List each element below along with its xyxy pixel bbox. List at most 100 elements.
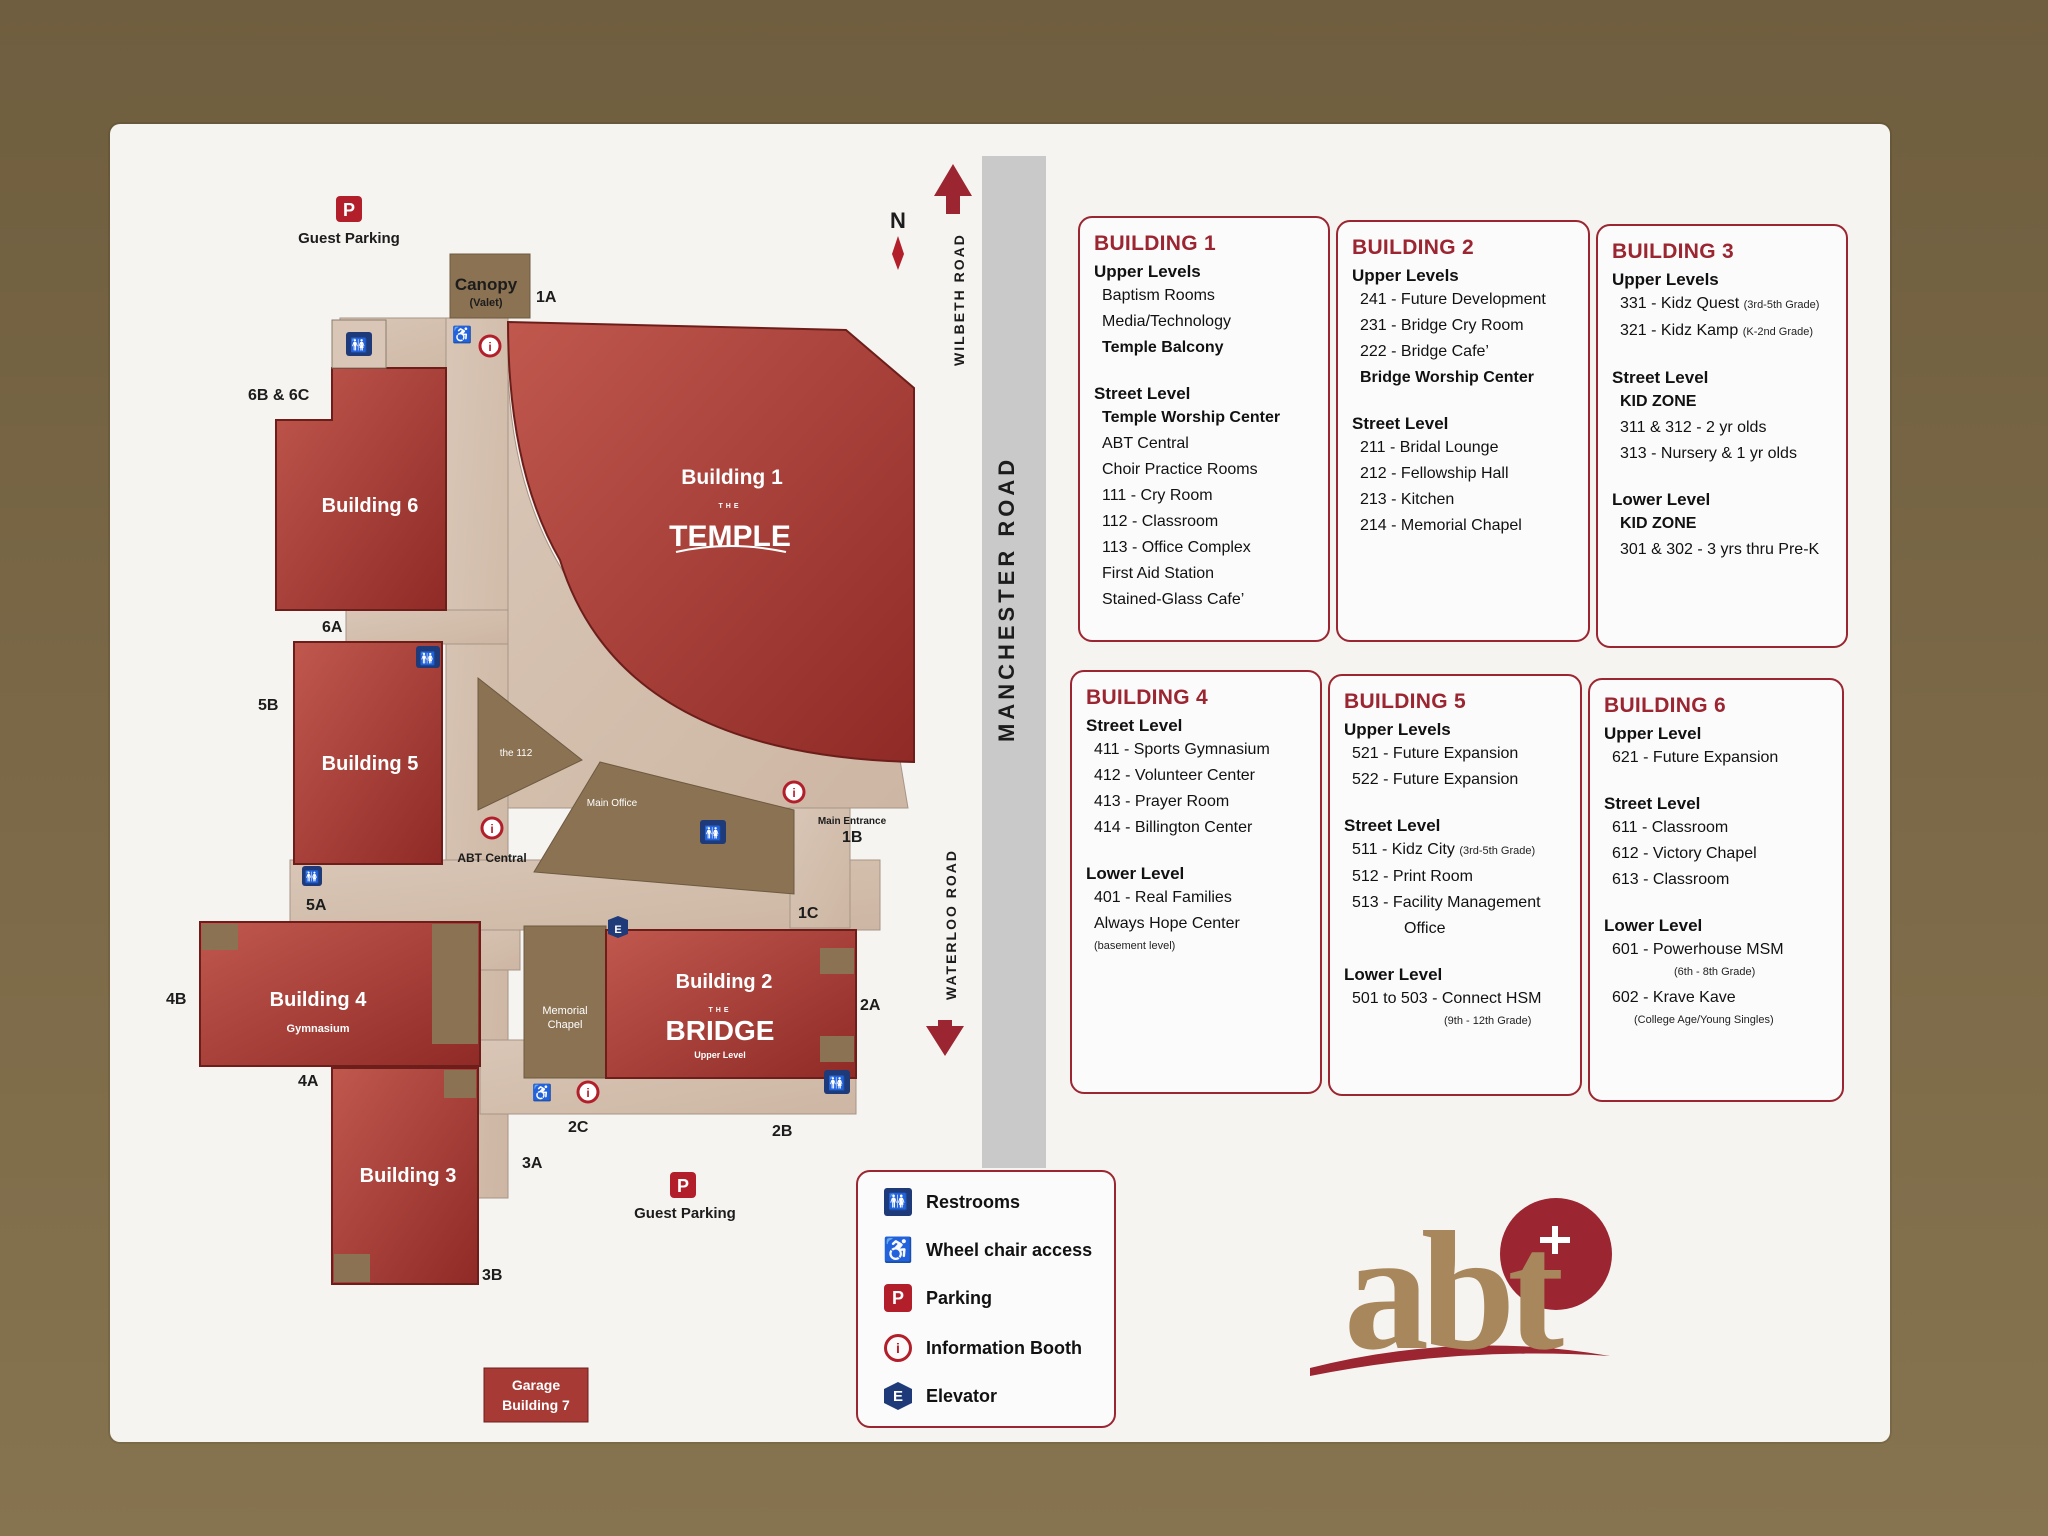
main-office-label: Main Office	[587, 798, 638, 809]
wheelchair-icon: ♿	[883, 1236, 913, 1264]
grade-note: (College Age/Young Singles)	[1634, 1014, 1774, 1026]
the112-room	[477, 676, 583, 811]
level-heading: Lower Level	[1344, 965, 1443, 984]
list-item: 613 - Classroom	[1612, 871, 1730, 888]
svg-text:Chapel: Chapel	[548, 1019, 583, 1031]
info-booth-icon: i	[478, 334, 502, 358]
list-item: 612 - Victory Chapel	[1612, 845, 1757, 862]
svg-text:3A: 3A	[522, 1155, 543, 1172]
list-item: KID ZONE	[1620, 515, 1697, 532]
list-item: 511 - Kidz City	[1352, 841, 1455, 858]
list-item: 212 - Fellowship Hall	[1360, 465, 1509, 482]
list-item: Bridge Worship Center	[1360, 369, 1534, 386]
memorial-chapel-label: Memorial	[542, 1005, 587, 1017]
svg-text:🚻: 🚻	[305, 870, 320, 884]
info-booth-icon: i	[576, 1080, 600, 1104]
svg-text:P: P	[677, 1176, 689, 1196]
svg-text:Upper Level: Upper Level	[694, 1050, 746, 1060]
level-heading: Street Level	[1094, 384, 1191, 403]
list-item: KID ZONE	[1620, 393, 1697, 410]
building-2-label: Building 2	[676, 971, 773, 993]
svg-text:(Valet): (Valet)	[469, 297, 502, 309]
list-item: 522 - Future Expansion	[1352, 771, 1519, 788]
legend-wheelchair: ♿ Wheel chair access	[883, 1236, 1093, 1264]
list-item: 413 - Prayer Room	[1094, 793, 1230, 810]
building-4-card: BUILDING 4 Street Level 411 - Sports Gym…	[1070, 670, 1322, 1094]
the112-label: the 112	[500, 748, 533, 759]
svg-text:Building 7: Building 7	[502, 1397, 570, 1413]
list-item: 501 to 503 - Connect HSM	[1352, 990, 1542, 1007]
svg-text:i: i	[488, 340, 491, 354]
level-heading: Street Level	[1086, 716, 1183, 735]
grade-note: (9th - 12th Grade)	[1444, 1015, 1532, 1027]
list-item: 602 - Krave Kave	[1612, 989, 1736, 1006]
abt-central-label: ABT Central	[457, 851, 526, 865]
svg-text:P: P	[343, 200, 355, 220]
list-item: 401 - Real Families	[1094, 889, 1232, 906]
restroom-icon: 🚻	[302, 866, 322, 886]
abt-logo: abt	[1310, 1197, 1612, 1385]
building-6-label: Building 6	[322, 495, 419, 517]
list-item: 521 - Future Expansion	[1352, 745, 1519, 762]
building-4-label: Building 4	[270, 989, 368, 1011]
list-item: 313 - Nursery & 1 yr olds	[1620, 445, 1797, 462]
svg-text:🚻: 🚻	[828, 1075, 845, 1092]
memorial-chapel-room	[523, 925, 607, 1079]
list-item: 231 - Bridge Cry Room	[1360, 317, 1524, 334]
temple-logo: TEMPLE	[669, 520, 791, 553]
guest-parking-top: Guest Parking	[298, 230, 400, 247]
building-3-card: BUILDING 3 Upper Levels 331 - Kidz Quest…	[1596, 224, 1848, 648]
svg-text:Garage: Garage	[512, 1377, 560, 1393]
card-title: BUILDING 6	[1604, 694, 1727, 717]
list-item: Temple Balcony	[1102, 339, 1224, 356]
grade-note: (6th - 8th Grade)	[1674, 966, 1756, 978]
waterloo-road-label: WATERLOO ROAD	[943, 849, 959, 1000]
main-office-room	[533, 761, 795, 895]
list-item: ABT Central	[1102, 435, 1189, 452]
list-item: 513 - Facility Management	[1352, 894, 1541, 911]
svg-text:i: i	[586, 1086, 589, 1100]
wheelchair-icon: ♿	[452, 325, 472, 344]
list-item: 211 - Bridal Lounge	[1360, 439, 1499, 456]
manchester-road	[982, 156, 1046, 1168]
list-item: 113 - Office Complex	[1102, 539, 1251, 556]
list-item: 222 - Bridge Cafe’	[1360, 343, 1489, 360]
guest-parking-bottom: Guest Parking	[634, 1205, 736, 1222]
level-heading: Street Level	[1344, 816, 1441, 835]
legend-label: Wheel chair access	[926, 1239, 1093, 1260]
building-6-shape	[275, 367, 447, 611]
list-item: Baptism Rooms	[1102, 287, 1215, 304]
level-heading: Lower Level	[1086, 864, 1185, 883]
list-item: 321 - Kidz Kamp	[1620, 322, 1739, 339]
restroom-icon: 🚻	[884, 1188, 912, 1216]
garage-building-7	[483, 1367, 589, 1423]
card-title: BUILDING 5	[1344, 690, 1467, 713]
level-note: (basement level)	[1094, 940, 1176, 952]
list-item: Stained-Glass Cafe’	[1102, 591, 1245, 608]
restroom-icon: 🚻	[824, 1070, 850, 1094]
manchester-road-label: MANCHESTER ROAD	[994, 456, 1019, 742]
main-entrance-label: Main Entrance	[818, 816, 887, 827]
list-item: Office	[1404, 920, 1446, 937]
level-heading: Upper Levels	[1352, 266, 1459, 285]
grade-note: (3rd-5th Grade)	[1459, 845, 1536, 857]
list-item: 241 - Future Development	[1360, 291, 1546, 308]
entrance-labels: 1A 1B 1C 2A 2B 2C 3A 3B 4A 4B 5A 5B 6A 6…	[166, 289, 881, 1284]
svg-text:5A: 5A	[306, 897, 327, 914]
list-item: 112 - Classroom	[1102, 513, 1219, 530]
building-2-card: BUILDING 2 Upper Levels 241 - Future Dev…	[1336, 220, 1590, 642]
canopy-valet	[449, 253, 531, 319]
legend-label: Elevator	[926, 1385, 998, 1406]
svg-text:3B: 3B	[482, 1267, 502, 1284]
svg-text:i: i	[490, 822, 493, 836]
svg-text:4B: 4B	[166, 991, 186, 1008]
svg-text:4A: 4A	[298, 1073, 319, 1090]
list-item: Always Hope Center	[1094, 915, 1240, 932]
restroom-icon: 🚻	[700, 820, 726, 844]
building-1-shape	[506, 320, 915, 764]
